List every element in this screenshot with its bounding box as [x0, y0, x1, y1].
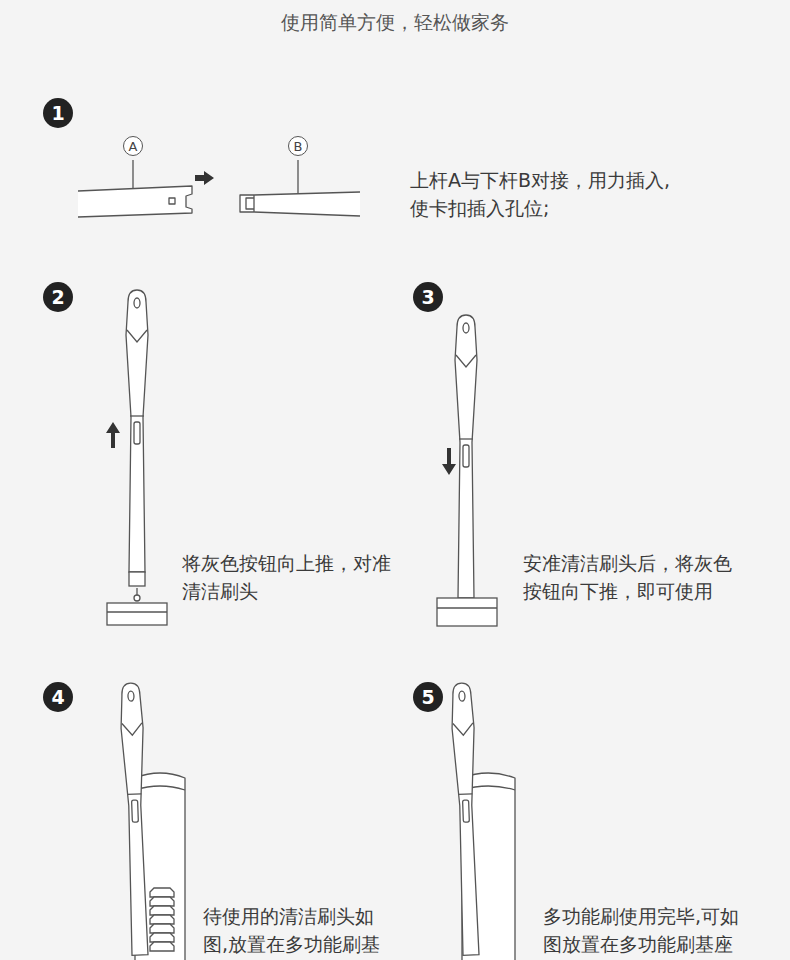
- part-callout: B: [288, 136, 308, 156]
- handle-outline: [120, 683, 151, 956]
- handle-outline: [455, 315, 477, 598]
- step-instruction: 将灰色按钮向上推，对准 清洁刷头: [182, 549, 394, 605]
- lower-rod: [240, 192, 360, 216]
- arrow-down: [442, 448, 456, 475]
- brush-head-line: [107, 611, 167, 612]
- leader-line: [297, 160, 298, 193]
- brush-handle: [126, 290, 148, 586]
- arrow-right: [195, 171, 214, 185]
- step-instruction: 上杆A与下杆B对接，用力插入, 使卡扣插入孔位;: [410, 166, 674, 222]
- clip-hole: [169, 198, 175, 204]
- push-button-slot: [463, 800, 470, 822]
- hang-hole: [134, 298, 140, 308]
- push-button-slot: [134, 422, 140, 444]
- grip-line: [456, 355, 476, 367]
- hang-hole: [463, 323, 469, 333]
- grip-line: [127, 330, 147, 342]
- push-button-slot: [463, 445, 469, 467]
- callout-text: A: [129, 140, 138, 153]
- slot-line: [127, 793, 141, 795]
- brush-head-line: [437, 607, 497, 608]
- direction-arrows: [106, 171, 456, 475]
- step-instruction: 安准清洁刷头后，将灰色 按钮向下推，即可使用: [523, 549, 735, 605]
- leader-line: [132, 160, 133, 188]
- brush-head: [437, 598, 497, 626]
- step-number: 5: [413, 682, 443, 712]
- callout-text: B: [294, 140, 303, 153]
- page-title: 使用简单方便，轻松做家务: [0, 10, 790, 36]
- grip-line: [453, 723, 473, 736]
- callout-text: 3: [421, 288, 434, 307]
- brush-base: [135, 786, 185, 790]
- callout-text: 2: [51, 288, 64, 307]
- part-callout: A: [123, 136, 143, 156]
- stacked-brush-heads: [150, 888, 174, 951]
- rod-tip: [129, 572, 145, 586]
- brush-handle: [120, 683, 151, 956]
- brush-handle: [455, 315, 477, 598]
- callout-text: 1: [51, 104, 64, 123]
- callout-text: 5: [421, 688, 434, 707]
- handle-outline: [126, 290, 148, 572]
- step-instruction: 多功能刷使用完毕,可如 图放置在多功能刷基座: [543, 902, 743, 958]
- brush-head: [107, 603, 167, 625]
- step-number: 3: [413, 282, 443, 312]
- step-number: 1: [43, 98, 73, 128]
- slot-line: [458, 793, 472, 795]
- callout-text: 4: [51, 688, 64, 707]
- hang-hole: [459, 691, 465, 701]
- clip-tab: [246, 195, 254, 212]
- mount-pin: [134, 595, 140, 601]
- step-instruction: 待使用的清洁刷头如 图,放置在多功能刷基: [203, 902, 384, 958]
- arrow-up: [106, 422, 120, 448]
- slot-line: [459, 438, 473, 439]
- handle-outline: [451, 683, 482, 956]
- slot-line: [130, 415, 144, 416]
- grip-line: [122, 723, 142, 736]
- step-number: 2: [43, 282, 73, 312]
- upper-rod: [78, 186, 192, 217]
- push-button-slot: [132, 800, 139, 822]
- brush-handle: [451, 683, 482, 956]
- hang-hole: [128, 691, 134, 701]
- step-number: 4: [43, 682, 73, 712]
